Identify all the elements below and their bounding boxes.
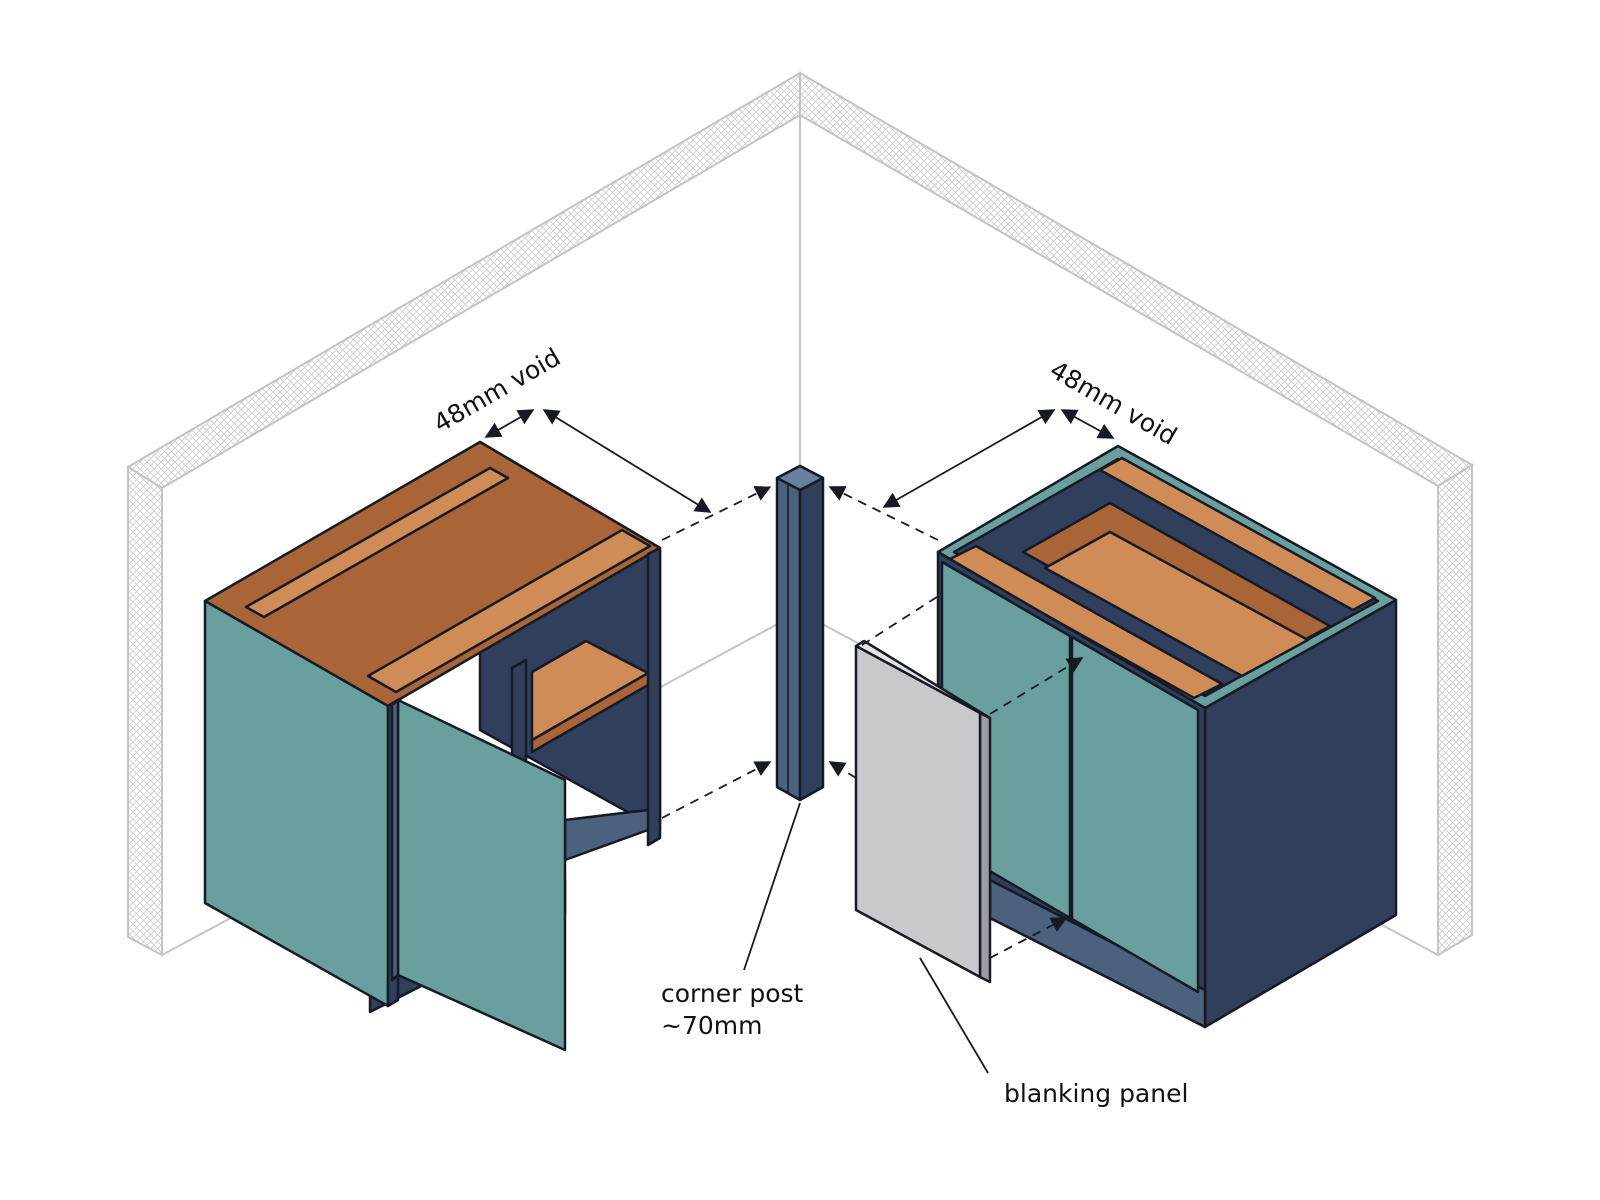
left-cabinet-side-panel	[646, 546, 662, 847]
guide-left-top	[661, 486, 772, 541]
right-depth-arrow	[882, 409, 1056, 508]
right-cabinet-door-right	[1070, 635, 1200, 994]
right-cabinet-top-rail-back	[1098, 456, 1377, 612]
dimension-lines	[484, 409, 1115, 1074]
left-cabinet	[203, 440, 662, 1052]
corner-post-right-face	[798, 464, 825, 802]
corner-post-leader	[743, 802, 801, 971]
guide-left-bottom	[661, 761, 772, 819]
corner-post-size-label: ~70mm	[661, 1011, 762, 1040]
guide-panel-bottom	[989, 917, 1068, 959]
right-cabinet-drawer-floor	[1043, 530, 1310, 678]
void-label-right: 48mm void	[1045, 355, 1182, 451]
left-cabinet-top-rail-front	[366, 528, 652, 694]
left-cabinet-door-edge	[390, 698, 400, 982]
blanking-panel-edge	[978, 711, 992, 984]
void-label-left: 48mm void	[429, 342, 566, 438]
right-void-arrow	[1060, 409, 1115, 439]
left-cabinet-shelf-top	[530, 639, 650, 742]
left-void-arrow	[484, 409, 535, 438]
walls	[126, 71, 1474, 957]
corner-post-label: corner post	[661, 979, 804, 1008]
left-cabinet-top-rail-back	[244, 466, 510, 619]
blanking-panel-label: blanking panel	[1004, 1079, 1188, 1108]
right-cabinet-top-rail-front	[946, 544, 1224, 700]
wall-end-right	[1437, 463, 1473, 957]
guide-right-bottom	[828, 761, 857, 779]
guide-panel-mid	[989, 657, 1084, 715]
blanking-panel-leader	[919, 957, 989, 1074]
blanking-panel-face	[854, 644, 982, 979]
left-depth-arrow	[542, 409, 712, 513]
wall-end-left	[127, 465, 163, 957]
guide-panel-top	[861, 594, 941, 646]
left-cabinet-floor	[563, 808, 650, 862]
blanking-panel	[854, 639, 992, 984]
corner-post	[775, 464, 825, 802]
right-cabinet	[936, 444, 1398, 1029]
guide-right-top	[828, 486, 939, 541]
